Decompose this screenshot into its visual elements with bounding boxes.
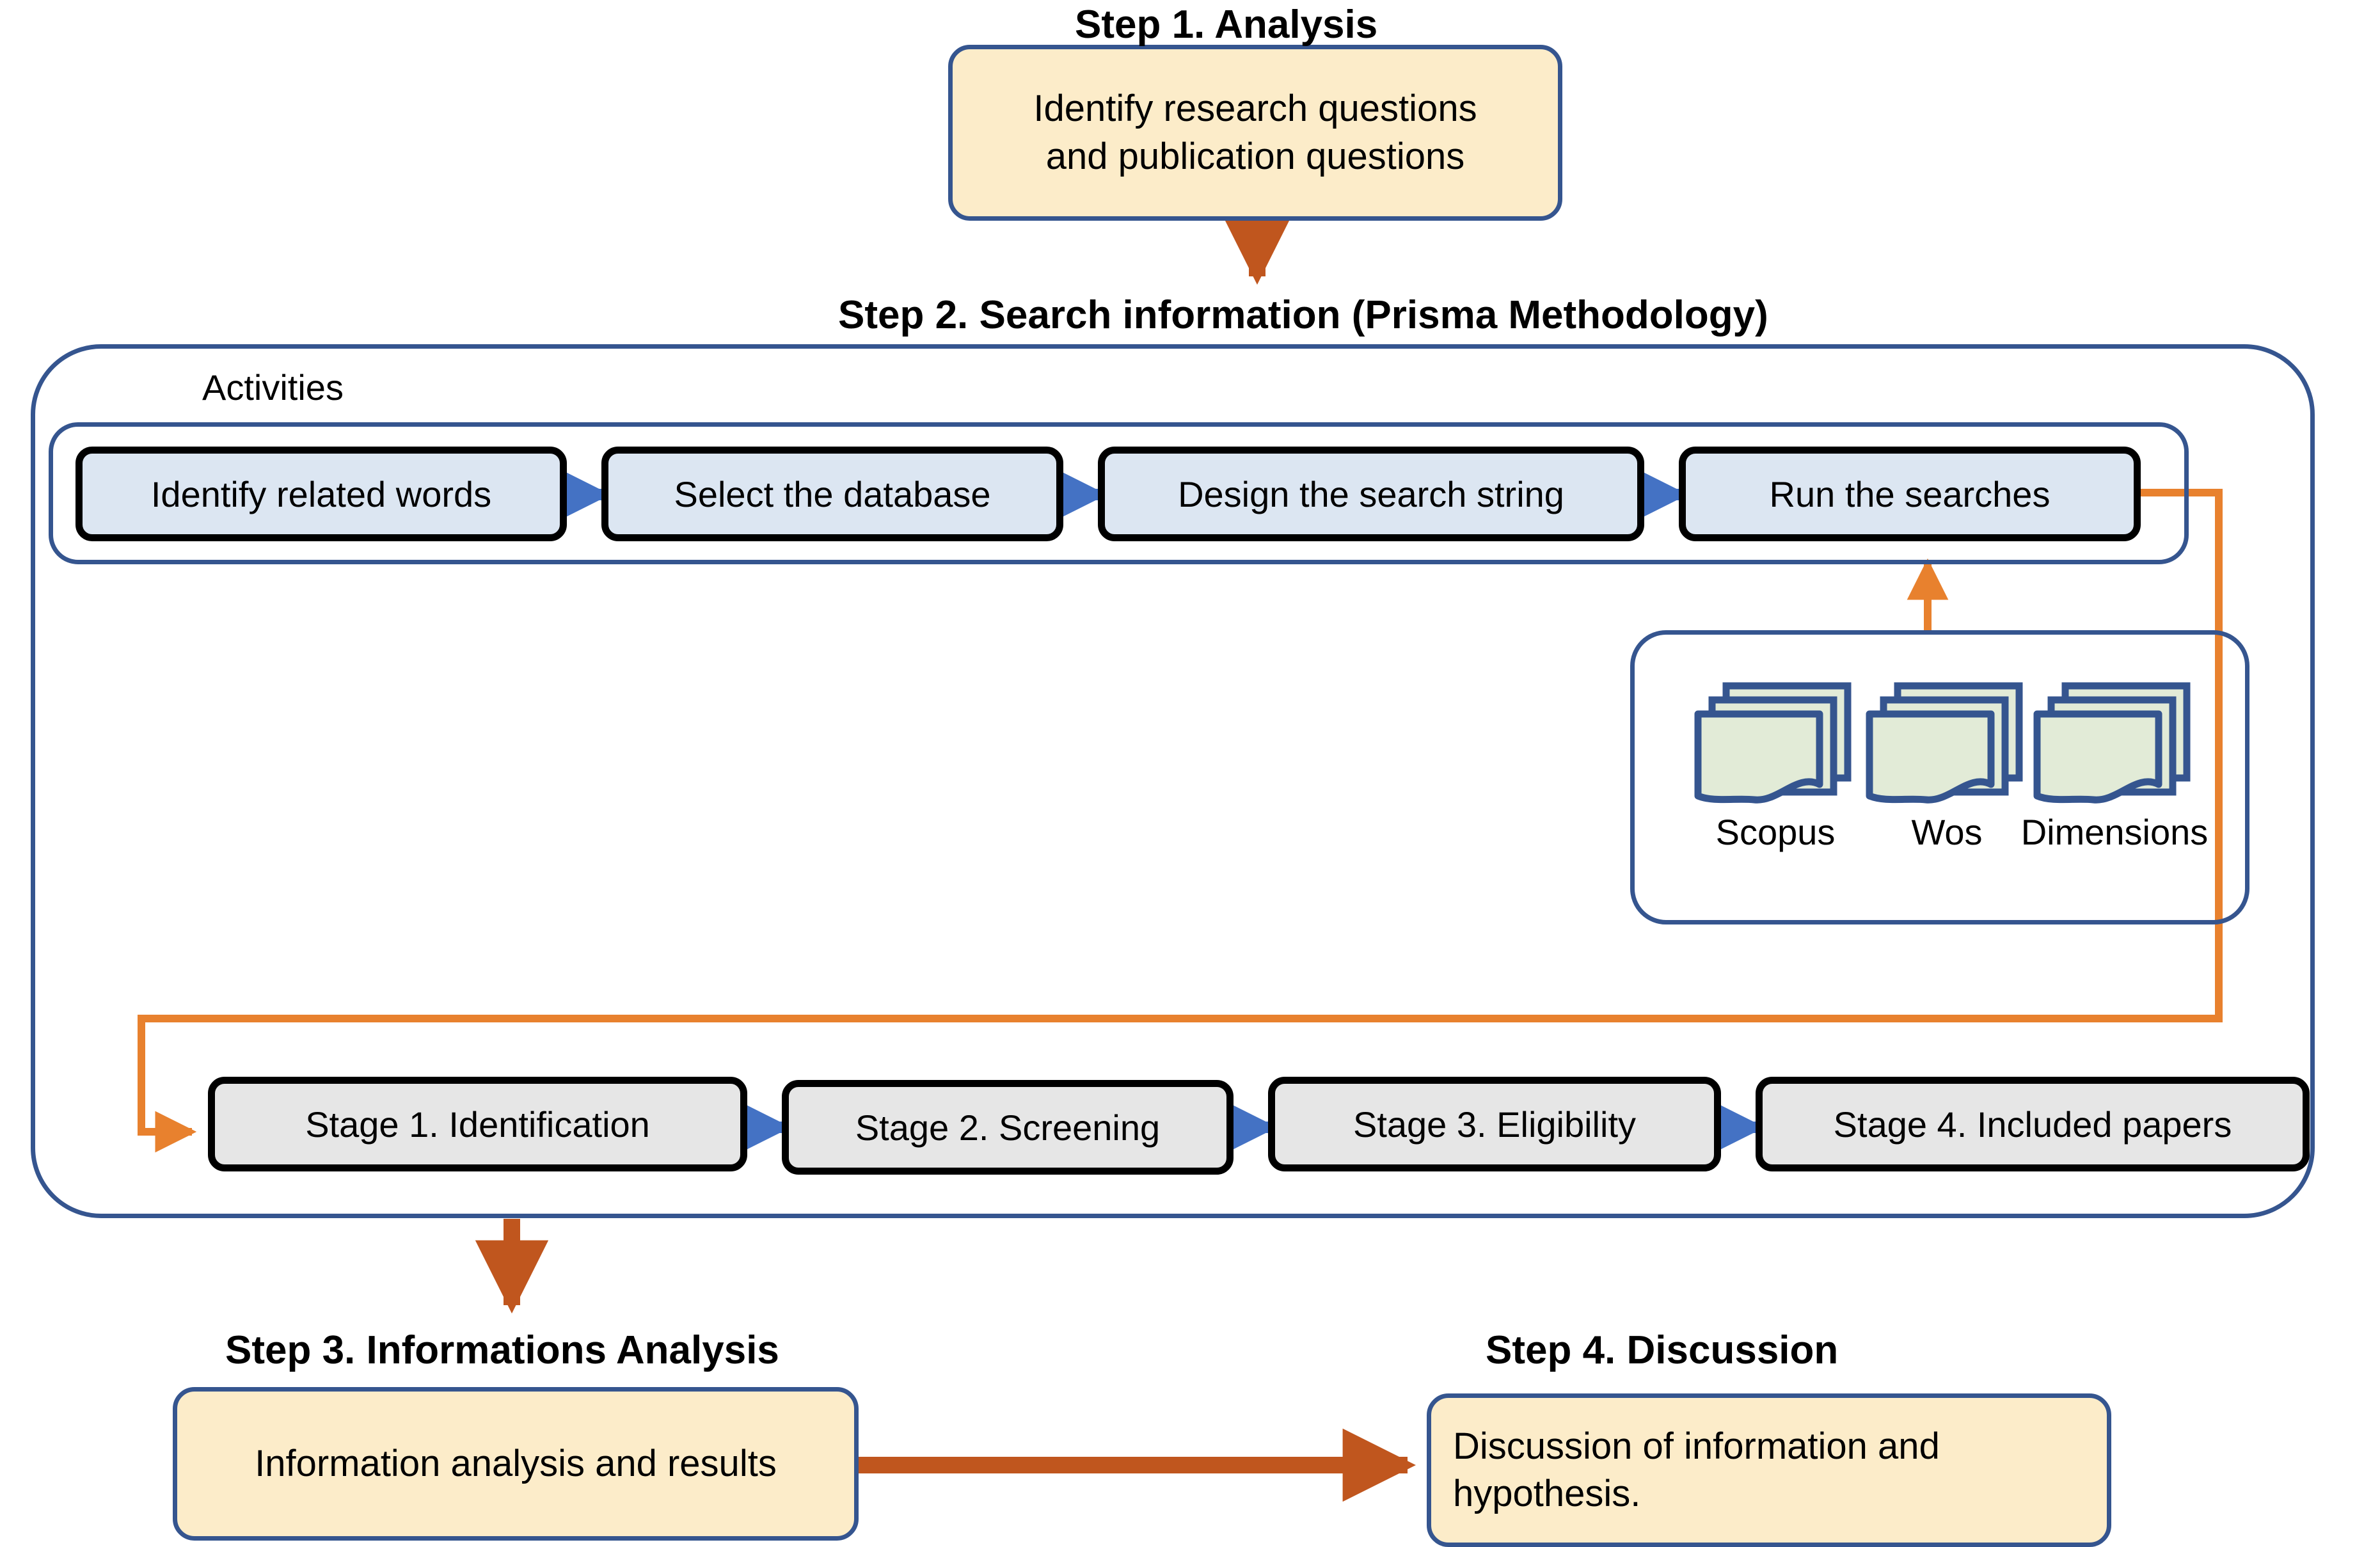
step3-box[interactable]: Information analysis and results [173,1387,859,1541]
activity-label: Select the database [674,473,991,514]
step3-caption: Step 3. Informations Analysis [225,1328,779,1372]
database-label: Scopus [1715,812,1836,852]
activity-box-design-the-search-string[interactable]: Design the search string [1098,447,1644,541]
step4-box-line2: hypothesis. [1453,1473,1641,1514]
activity-label: Identify related words [150,473,492,514]
step2-container [31,344,2315,1218]
step1-box-line2: and publication questions [1045,135,1465,177]
step1-box[interactable]: Identify research questions and publicat… [948,45,1562,221]
step3-box-text: Information analysis and results [255,1442,777,1484]
document-stack-icon [1854,677,2040,814]
step1-box-line1: Identify research questions [1033,88,1477,130]
arrow-run-searches-to-stage1 [138,489,2223,1153]
step4-caption: Step 4. Discussion [1486,1328,1839,1372]
activity-box-select-the-database[interactable]: Select the database [601,447,1063,541]
stage-box-identification[interactable]: Stage 1. Identification [208,1077,747,1171]
stage-label: Stage 4. Included papers [1833,1104,2232,1145]
stage-box-included-papers[interactable]: Stage 4. Included papers [1756,1077,2310,1171]
activity-box-run-the-searches[interactable]: Run the searches [1679,447,2141,541]
activities-container [49,422,2189,564]
step2-caption: Step 2. Search information (Prisma Metho… [838,293,1768,337]
step4-box-line1: Discussion of information and [1453,1425,1940,1467]
step1-caption: Step 1. Analysis [1075,3,1378,47]
database-item-dimensions[interactable]: Dimensions [2020,677,2209,852]
activities-label: Activities [202,367,344,408]
database-label: Dimensions [2020,812,2209,852]
activity-box-identify-related-words[interactable]: Identify related words [75,447,567,541]
document-stack-icon [1683,677,1868,814]
activity-label: Design the search string [1178,473,1564,514]
stage-box-eligibility[interactable]: Stage 3. Eligibility [1268,1077,1721,1171]
activity-label: Run the searches [1769,473,2051,514]
stage-label: Stage 1. Identification [305,1104,650,1145]
database-item-wos[interactable]: Wos [1854,677,2040,850]
databases-container [1630,630,2249,924]
document-stack-icon [2022,677,2207,814]
stage-box-screening[interactable]: Stage 2. Screening [782,1080,1234,1175]
database-item-scopus[interactable]: Scopus [1683,677,1868,850]
stage-label: Stage 3. Eligibility [1353,1104,1636,1145]
stage-label: Stage 2. Screening [855,1107,1161,1148]
database-label: Wos [1911,812,1983,852]
step4-box[interactable]: Discussion of information and hypothesis… [1427,1393,2111,1547]
